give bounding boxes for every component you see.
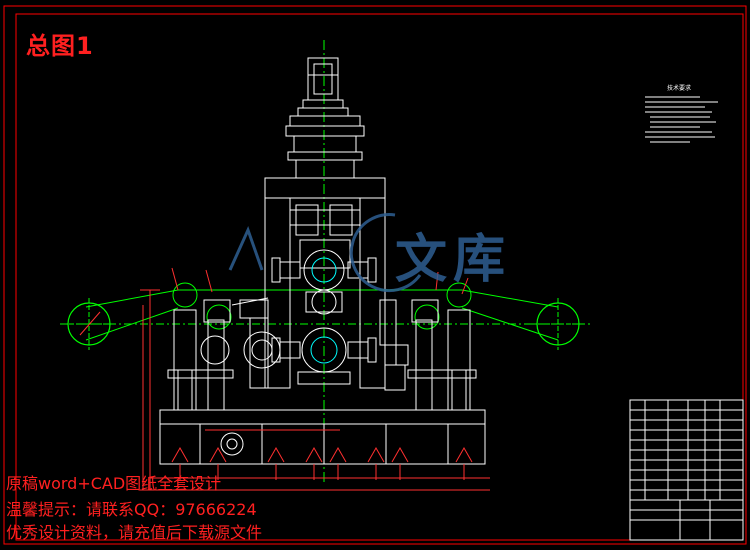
right-drum bbox=[531, 298, 585, 350]
middle-roll bbox=[305, 289, 343, 315]
outer-frame bbox=[3, 5, 747, 545]
watermark-emblem bbox=[228, 213, 422, 293]
left-coupling bbox=[200, 297, 281, 389]
promo-line-2: 温馨提示：请联系QQ：97666224 bbox=[6, 500, 257, 519]
gear-stack bbox=[285, 115, 365, 179]
title-block bbox=[629, 399, 744, 541]
right-columns bbox=[407, 299, 477, 411]
technical-notes bbox=[645, 96, 718, 143]
base-platform bbox=[159, 409, 486, 465]
dimension-lines bbox=[140, 267, 490, 491]
drawing-title: 总图1 bbox=[26, 32, 94, 60]
promo-line-1: 原稿word+CAD图纸全套设计 bbox=[6, 474, 222, 493]
left-drum bbox=[62, 298, 116, 350]
watermark-text: 文库 bbox=[395, 229, 512, 290]
inner-frame bbox=[15, 13, 744, 541]
belt-lines bbox=[60, 289, 590, 341]
guide-rolls bbox=[172, 282, 472, 330]
anchor-bolts bbox=[171, 446, 473, 480]
right-coupling bbox=[379, 299, 409, 391]
notes-heading: 技术要求 bbox=[667, 85, 692, 92]
main-frame bbox=[264, 177, 386, 389]
top-motor bbox=[297, 57, 349, 117]
promo-line-3: 优秀设计资料，请充值后下载源文件 bbox=[6, 523, 263, 542]
left-columns bbox=[167, 299, 234, 411]
